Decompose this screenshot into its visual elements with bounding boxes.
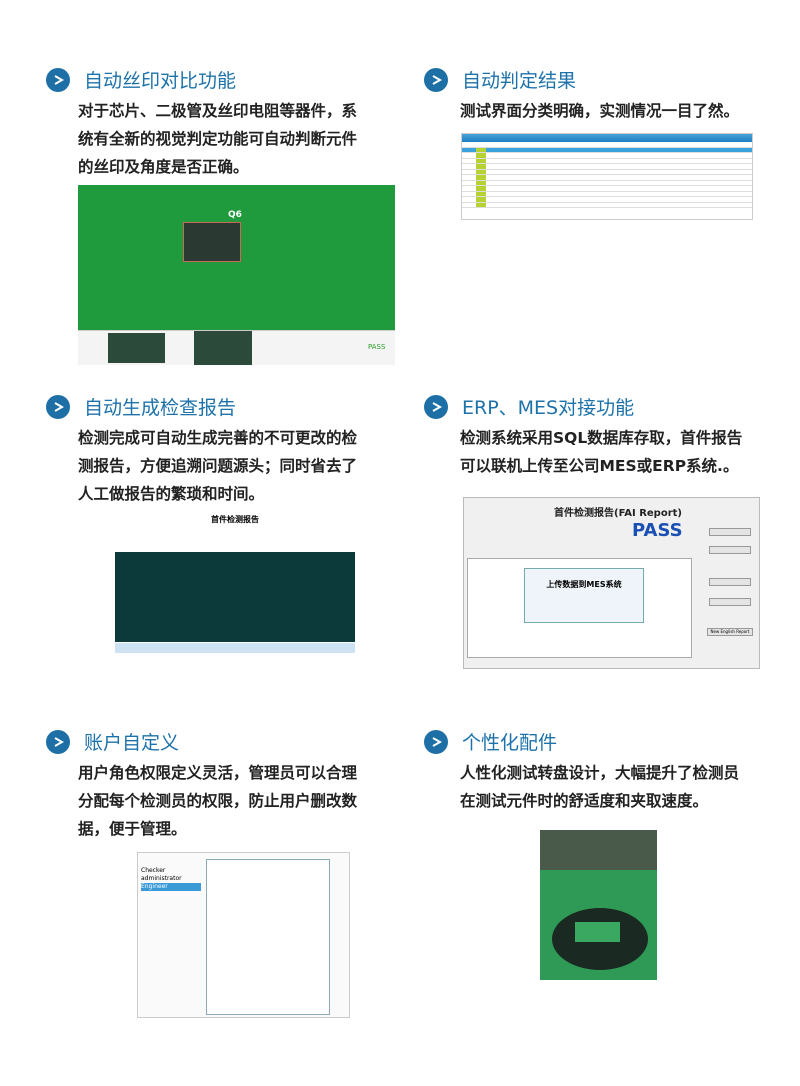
results-table-image <box>461 133 753 220</box>
section-body: 检测系统采用SQL数据库存取，首件报告可以联机上传至公司MES或ERP系统.。 <box>460 429 743 475</box>
arrow-icon <box>424 394 448 419</box>
arrow-icon <box>424 729 448 754</box>
report-title: 首件检测报告 <box>211 515 259 524</box>
section-title-report: 自动生成检查报告 <box>46 393 236 420</box>
section-title-accounts: 账户自定义 <box>46 728 179 755</box>
turntable-photo <box>540 830 657 980</box>
upload-dialog: 上传数据到MES系统 <box>524 568 644 623</box>
chip <box>183 222 241 262</box>
arrow-icon <box>46 729 70 754</box>
silkscreen-inspection-image: Q6 PASS <box>78 185 395 365</box>
section-title-auto-judge: 自动判定结果 <box>424 66 576 93</box>
section-body: 人性化测试转盘设计，大幅提升了检测员在测试元件时的舒适度和夹取速度。 <box>460 764 740 810</box>
arrow-icon <box>46 394 70 419</box>
title-text: 自动生成检查报告 <box>84 397 237 419</box>
title-text: 自动丝印对比功能 <box>84 70 237 92</box>
inspection-report-image: 首件检测报告 <box>115 510 355 685</box>
pass-label: PASS <box>368 343 386 351</box>
title-text: 个性化配件 <box>462 732 558 754</box>
title-text: ERP、MES对接功能 <box>462 397 635 419</box>
section-body: 检测完成可自动生成完善的不可更改的检测报告，方便追溯问题源头；同时省去了人工做报… <box>78 429 358 503</box>
section-body: 对于芯片、二极管及丝印电阻等器件，系统有全新的视觉判定功能可自动判断元件的丝印及… <box>78 102 358 176</box>
section-title-silkscreen: 自动丝印对比功能 <box>46 66 236 93</box>
mes-upload-image: 首件检测报告(FAI Report) PASS 上传数据到MES系统 New E… <box>463 497 760 669</box>
title-text: 自动判定结果 <box>462 70 577 92</box>
title-text: 账户自定义 <box>84 732 180 754</box>
section-title-accessories: 个性化配件 <box>424 728 557 755</box>
section-body: 测试界面分类明确，实测情况一目了然。 <box>460 102 740 120</box>
section-title-erp-mes: ERP、MES对接功能 <box>424 393 634 420</box>
arrow-icon <box>46 67 70 92</box>
section-body: 用户角色权限定义灵活，管理员可以合理分配每个检测员的权限，防止用户删改数据，便于… <box>78 764 358 838</box>
arrow-icon <box>424 67 448 92</box>
